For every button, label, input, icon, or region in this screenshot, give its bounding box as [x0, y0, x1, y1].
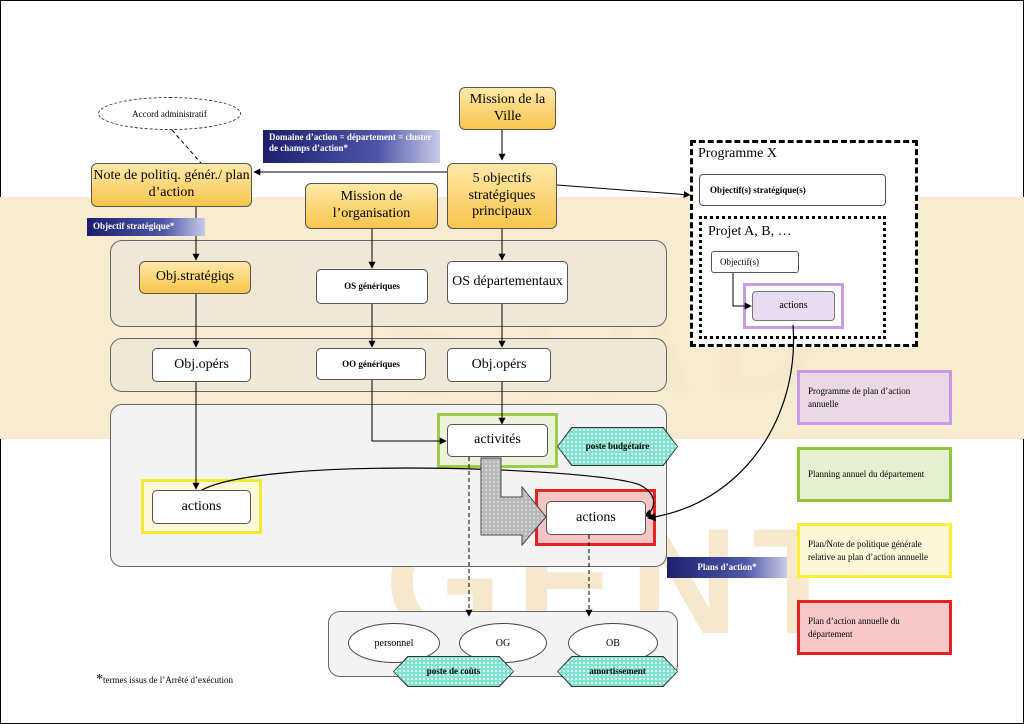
programme-actions-box: actions — [752, 291, 835, 321]
objectif-box: Objectif(s) — [711, 251, 799, 273]
obj-strategiqs-box: Obj.stratégiqs — [139, 261, 251, 294]
projet-title: Projet A, B, … — [708, 224, 792, 239]
legend-programme: Programme de plan d’action annuelle — [797, 370, 952, 425]
activites-box: activités — [447, 424, 548, 457]
poste-couts-hexagon: poste de coûts — [394, 657, 513, 686]
footnote-text: termes issus de l’Arrêté d’exécution — [103, 675, 233, 685]
legend-plan-action-text: Plan d’action annuelle du département — [808, 616, 900, 639]
legend-plan-action: Plan d’action annuelle du département — [797, 600, 952, 655]
mission-organisation-box: Mission de l’organisation — [305, 183, 438, 229]
poste-budgetaire-hexagon: poste budgétaire — [558, 428, 677, 465]
os-departementaux-box: OS départementaux — [447, 261, 568, 304]
mission-ville-box: Mission de la Ville — [459, 87, 556, 130]
footnote: *termes issus de l’Arrêté d’exécution — [96, 672, 233, 688]
objectif-strategique-label: Objectif stratégique* — [87, 218, 205, 236]
legend-note-politique-text: Plan/Note de politique générale relative… — [808, 539, 928, 562]
objectifs-principaux-box: 5 objectifs stratégiques principaux — [447, 163, 557, 229]
amortissement-hexagon: amortissement — [558, 657, 677, 686]
footnote-star: * — [96, 672, 103, 687]
note-politique-box: Note de politiq. génér./ plan d’action — [91, 163, 252, 207]
legend-programme-text: Programme de plan d’action annuelle — [808, 386, 911, 409]
legend-planning-text: Planning annuel du département — [808, 469, 925, 480]
obj-opers-left-box: Obj.opérs — [152, 348, 251, 382]
legend-planning: Planning annuel du département — [797, 447, 952, 502]
oo-generiques-box: OO génériques — [316, 348, 426, 380]
legend-note-politique: Plan/Note de politique générale relative… — [797, 523, 952, 578]
plans-action-label: Plans d’action* — [667, 557, 787, 578]
accord-administratif-ellipse: Accord administratif — [98, 97, 241, 130]
actions-left-box: actions — [152, 490, 251, 524]
os-generiques-box: OS génériques — [316, 269, 428, 304]
objectif-strategique-box: Objectif(s) stratégique(s) — [699, 174, 886, 206]
domaine-label: Domaine d’action = département = cluster… — [263, 130, 440, 163]
programme-title: Programme X — [698, 146, 777, 161]
actions-right-box: actions — [546, 501, 646, 535]
obj-opers-right-box: Obj.opérs — [447, 348, 551, 382]
